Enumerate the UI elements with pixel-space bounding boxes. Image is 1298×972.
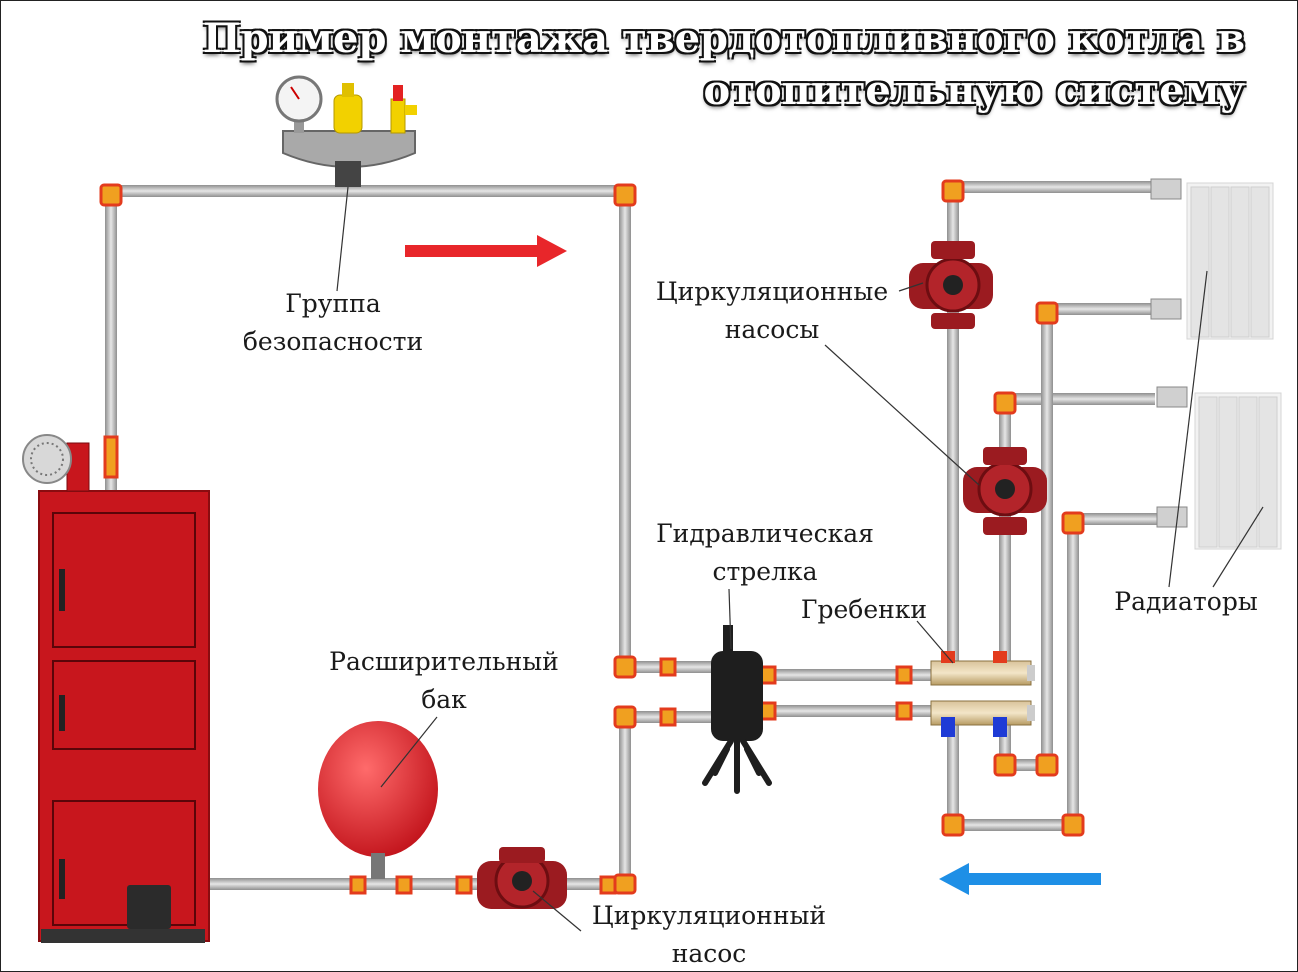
pipe-circuit1-rad-return: [1073, 513, 1173, 525]
label-circulation-pumps-line-1: Циркуляционные: [655, 277, 889, 306]
pipe-circuit2-rad-return: [1047, 303, 1155, 315]
fitting-coupling: [349, 875, 367, 895]
fittings: [99, 179, 1085, 895]
label-safety-group-line-1: Группа: [285, 289, 381, 318]
fitting-elbow: [1035, 753, 1059, 777]
fitting-elbow: [941, 179, 965, 203]
pressure-gauge-icon: [275, 75, 323, 133]
boiler-fan-icon: [22, 434, 90, 492]
fitting-coupling: [395, 875, 413, 895]
label-hydraulic-separator-line-1: Гидравлическая: [656, 519, 874, 548]
manifold: [930, 651, 1035, 737]
pipe-circuit1-return: [947, 717, 959, 829]
pipe-supply-down: [619, 196, 631, 666]
pipe-circuit1-return-riser: [1067, 521, 1079, 831]
fitting-coupling: [659, 657, 677, 677]
fitting-coupling: [455, 875, 473, 895]
fitting-elbow: [613, 873, 637, 895]
title-line-2: отопительную систему: [703, 67, 1245, 114]
fitting-coupling: [895, 701, 913, 721]
fitting-elbow: [1061, 511, 1085, 535]
safety-group: [275, 75, 417, 187]
fitting-elbow: [993, 391, 1017, 415]
pipe-return-bottom: [207, 878, 631, 890]
fitting-coupling: [659, 707, 677, 727]
pipe-supply-top: [105, 185, 625, 197]
radiator-upper: [1150, 178, 1274, 340]
pipe-arrow-manifold-supply: [741, 669, 941, 681]
hydraulic-separator: [702, 625, 772, 794]
label-expansion-tank: Расширительный бак: [311, 643, 577, 719]
title-line-1: Пример монтажа твердотопливного котла в: [202, 15, 1245, 62]
fitting-coupling: [103, 435, 119, 479]
lower-circulation-pump: [963, 447, 1047, 535]
fitting-coupling: [895, 665, 913, 685]
bottom-circulation-pump: [477, 847, 567, 909]
label-safety-group: Группа безопасности: [233, 285, 433, 361]
label-manifolds: Гребенки: [800, 595, 928, 624]
label-circulation-pumps: Циркуляционные насосы: [637, 273, 907, 349]
fitting-coupling: [759, 665, 777, 685]
upper-circulation-pump: [909, 241, 993, 329]
fitting-elbow: [1061, 813, 1085, 837]
fitting-elbow: [613, 655, 637, 679]
pipe-circuit2-return-riser: [1041, 311, 1053, 771]
fitting-coupling: [759, 701, 777, 721]
pipe-return-down: [619, 717, 631, 887]
fitting-elbow: [99, 183, 123, 207]
radiator-lower: [1156, 386, 1282, 550]
pipe-circuit2-top: [1005, 393, 1155, 405]
fitting-elbow: [941, 813, 965, 837]
label-circulation-pump-line-2: насос: [671, 939, 747, 968]
label-circulation-pumps-line-2: насосы: [724, 315, 820, 344]
fitting-elbow: [613, 183, 637, 207]
fitting-elbow: [993, 753, 1017, 777]
pipe-supply-riser: [105, 196, 117, 461]
pipe-circuit1-top: [953, 181, 1153, 193]
leader-lines: [336, 186, 1264, 932]
label-circulation-pump-line-1: Циркуляционный: [591, 901, 827, 930]
diagram-title: Пример монтажа твердотопливного котла в …: [203, 13, 1245, 117]
pipe-circuit1-bottom: [953, 819, 1073, 831]
pipe-arrow-manifold-return: [741, 705, 941, 717]
label-hydraulic-separator-line-2: стрелка: [712, 557, 818, 586]
flow-arrow-return-icon: [939, 863, 1101, 895]
label-safety-group-line-2: безопасности: [242, 327, 424, 356]
solid-fuel-boiler: [22, 434, 210, 943]
label-expansion-tank-line-2: бак: [421, 685, 467, 714]
air-vent-icon: [333, 83, 363, 134]
safety-valve-icon: [390, 85, 417, 134]
fitting-elbow: [1035, 301, 1059, 325]
flow-arrow-supply-icon: [405, 235, 567, 267]
fitting-elbow: [613, 705, 637, 729]
label-radiators: Радиаторы: [1114, 587, 1258, 616]
label-circulation-pump: Циркуляционный насос: [571, 897, 847, 971]
label-expansion-tank-line-1: Расширительный: [329, 647, 559, 676]
fitting-coupling: [599, 875, 617, 895]
expansion-tank: [318, 721, 438, 879]
label-hydraulic-separator: Гидравлическая стрелка: [643, 515, 887, 591]
